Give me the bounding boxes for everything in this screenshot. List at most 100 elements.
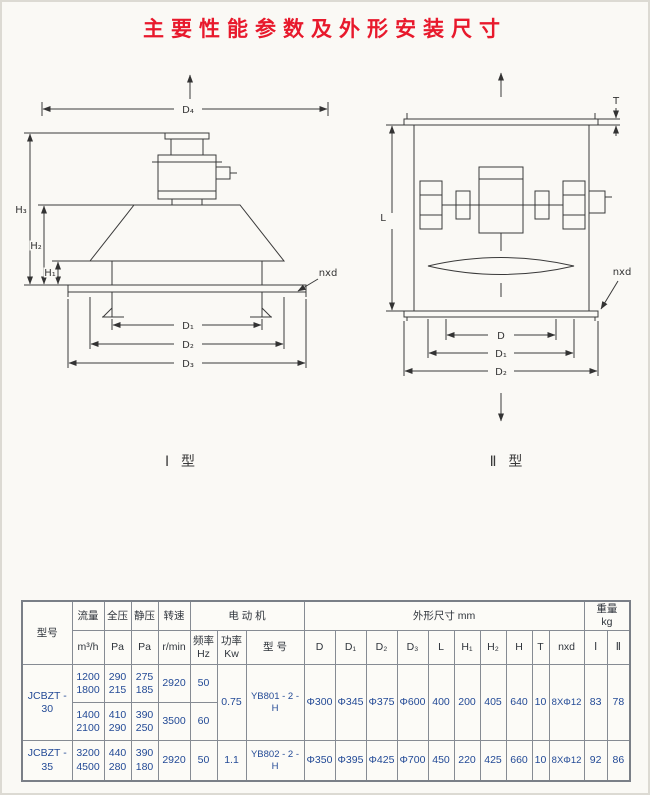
label-d: D bbox=[497, 331, 505, 342]
fan-cowl bbox=[88, 204, 286, 285]
label-d3: D₃ bbox=[182, 359, 194, 370]
label-h2: H₂ bbox=[30, 241, 42, 252]
label-t: T bbox=[612, 96, 620, 107]
dim-t bbox=[598, 108, 620, 136]
type2-drawing: T L nxd D D₁ D₂ bbox=[379, 72, 633, 422]
junction-box bbox=[215, 166, 231, 180]
header-h: H bbox=[505, 630, 533, 666]
table-cell: Φ425 bbox=[365, 740, 398, 782]
header-d: D bbox=[303, 630, 336, 666]
header-weight-1: Ⅰ bbox=[583, 630, 608, 666]
table-cell: 60 bbox=[189, 702, 218, 742]
table-cell: 640 bbox=[505, 664, 533, 742]
header-row-groups: 型号 流量 全压 静压 转速 电 动 机 外形尺寸 mm 重量 kg bbox=[21, 600, 631, 666]
table-cell: 1400 2100 bbox=[71, 702, 105, 742]
label-d1: D₁ bbox=[495, 349, 507, 360]
table-cell: 10 bbox=[531, 664, 550, 742]
table-cell: 405 bbox=[479, 664, 507, 742]
header-static-pressure: 静压 bbox=[130, 600, 159, 632]
header-weight-2: Ⅱ bbox=[606, 630, 631, 666]
header-flow: 流量 bbox=[71, 600, 105, 632]
table-cell: JCBZT - 30 bbox=[21, 664, 73, 742]
top-plate bbox=[403, 113, 599, 126]
table-cell: 0.75 bbox=[216, 664, 247, 742]
table-cell: 2920 bbox=[157, 664, 191, 704]
header-tp-unit: Pa bbox=[103, 630, 132, 666]
dims-bottom bbox=[67, 297, 307, 368]
dim-l bbox=[386, 124, 410, 312]
label-h3: H₃ bbox=[15, 205, 27, 216]
junction-box bbox=[588, 190, 612, 214]
header-h1: H₁ bbox=[453, 630, 481, 666]
label-d4: D₄ bbox=[182, 105, 194, 116]
label-nxd: nxd bbox=[319, 268, 338, 279]
header-power: 功率 Kw bbox=[216, 630, 247, 666]
label-d2: D₂ bbox=[182, 340, 194, 351]
motor-assembly bbox=[152, 132, 237, 206]
spec-table: 型号 流量 全压 静压 转速 电 动 机 外形尺寸 mm 重量 kg m³/h … bbox=[21, 600, 632, 782]
base-plate bbox=[67, 284, 307, 318]
header-l: L bbox=[427, 630, 455, 666]
table-cell: YB802 - 2 - H bbox=[245, 740, 305, 782]
label-d1: D₁ bbox=[182, 321, 194, 332]
table-cell: 440 280 bbox=[103, 740, 132, 782]
dims-bottom bbox=[403, 319, 599, 376]
table-cell: Φ700 bbox=[396, 740, 429, 782]
header-sp-unit: Pa bbox=[130, 630, 159, 666]
table-cell: 220 bbox=[453, 740, 481, 782]
header-nxd: nxd bbox=[548, 630, 585, 666]
table-cell: 10 bbox=[531, 740, 550, 782]
header-total-pressure: 全压 bbox=[103, 600, 132, 632]
table-cell: 8XΦ12 bbox=[548, 740, 585, 782]
diagram-type2-caption: Ⅱ 型 bbox=[489, 453, 527, 469]
table-cell: 200 bbox=[453, 664, 481, 742]
header-motor-group: 电 动 机 bbox=[189, 600, 305, 632]
header-speed-unit: r/min bbox=[157, 630, 191, 666]
impeller bbox=[427, 257, 575, 275]
dim-d4 bbox=[41, 102, 329, 116]
header-d1: D₁ bbox=[334, 630, 367, 666]
header-flow-unit: m³/h bbox=[71, 630, 105, 666]
header-h2: H₂ bbox=[479, 630, 507, 666]
dims-left bbox=[24, 132, 165, 286]
table-cell: Φ350 bbox=[303, 740, 336, 782]
table-row: JCBZT - 30 1200 1800 290 215 275 185 292… bbox=[21, 664, 631, 742]
page-title: 主要性能参数及外形安装尺寸 bbox=[143, 18, 507, 41]
header-frequency: 频率 Hz bbox=[189, 630, 218, 666]
table-cell: YB801 - 2 - H bbox=[245, 664, 305, 742]
table-cell: 390 180 bbox=[130, 740, 159, 782]
table-cell: JCBZT - 35 bbox=[21, 740, 73, 782]
table-cell: Φ600 bbox=[396, 664, 429, 742]
diagram-type1-caption: Ⅰ 型 bbox=[164, 453, 200, 469]
table-cell: 78 bbox=[606, 664, 631, 742]
table-cell: 275 185 bbox=[130, 664, 159, 704]
table-cell: 400 bbox=[427, 664, 455, 742]
diagrams-row: D₄ H₃ H₂ H₁ D₁ D₂ D₃ nxd Ⅰ 型 bbox=[0, 43, 650, 471]
table-cell: 390 250 bbox=[130, 702, 159, 742]
type1-drawing: D₄ H₃ H₂ H₁ D₁ D₂ D₃ nxd bbox=[14, 74, 339, 372]
header-speed: 转速 bbox=[157, 600, 191, 632]
table-cell: Φ300 bbox=[303, 664, 336, 742]
label-l: L bbox=[380, 213, 386, 224]
nxd-leader bbox=[600, 280, 619, 310]
table-cell: 1.1 bbox=[216, 740, 247, 782]
header-motor-model: 型 号 bbox=[245, 630, 305, 666]
table-cell: 50 bbox=[189, 740, 218, 782]
inner-works bbox=[419, 166, 586, 297]
table-cell: Φ345 bbox=[334, 664, 367, 742]
table-cell: 290 215 bbox=[103, 664, 132, 704]
table-cell: Φ375 bbox=[365, 664, 398, 742]
table-cell: 50 bbox=[189, 664, 218, 704]
diagram-type1: D₄ H₃ H₂ H₁ D₁ D₂ D₃ nxd Ⅰ 型 bbox=[12, 63, 352, 471]
table-cell: 1200 1800 bbox=[71, 664, 105, 704]
table-cell: 410 290 bbox=[103, 702, 132, 742]
table-cell: 92 bbox=[583, 740, 608, 782]
table-cell: 3500 bbox=[157, 702, 191, 742]
table-row: JCBZT - 35 3200 4500 440 280 390 180 292… bbox=[21, 740, 631, 782]
table-cell: 86 bbox=[606, 740, 631, 782]
bottom-plate bbox=[403, 310, 599, 321]
table-cell: 83 bbox=[583, 664, 608, 742]
label-nxd: nxd bbox=[613, 267, 632, 278]
diagram-type2: T L nxd D D₁ D₂ Ⅱ 型 bbox=[376, 63, 640, 471]
table-cell: 2920 bbox=[157, 740, 191, 782]
